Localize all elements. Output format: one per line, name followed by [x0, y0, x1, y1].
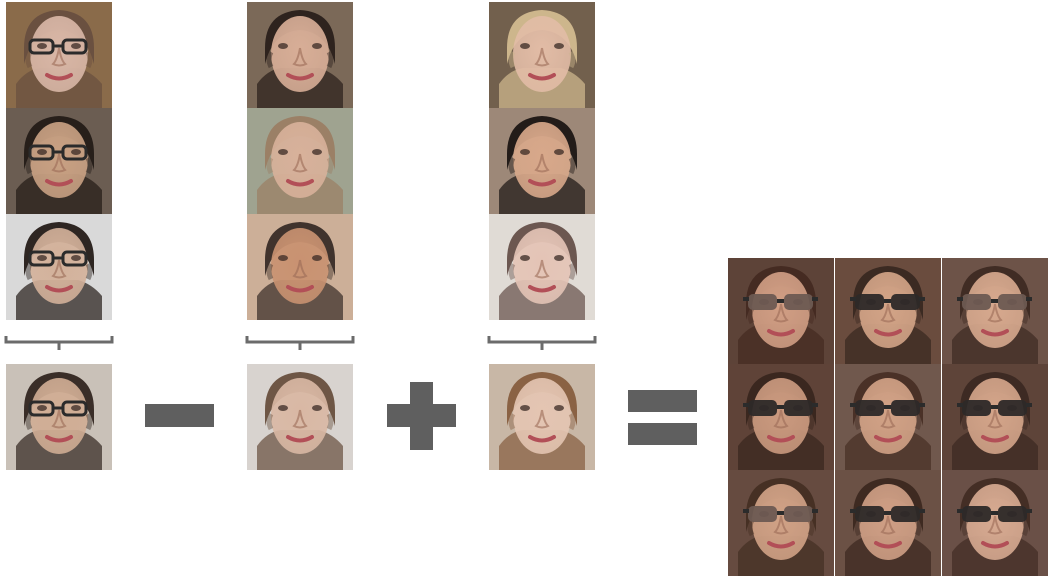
face-sample-c2 [489, 108, 595, 214]
face-sample-c1 [489, 2, 595, 108]
face-sample-b2 [247, 108, 353, 214]
face-sample-a3 [6, 214, 112, 320]
face-sample-b1 [247, 2, 353, 108]
group-brace-2 [245, 336, 355, 350]
result-face-cell [942, 364, 1048, 470]
face-sample-c3 [489, 214, 595, 320]
result-face-cell [728, 470, 834, 576]
result-face-cell [728, 364, 834, 470]
result-face-cell [942, 470, 1048, 576]
result-face-cell [835, 470, 941, 576]
group-brace-1 [4, 336, 114, 350]
face-sample-a1 [6, 2, 112, 108]
face-summary-b [247, 364, 353, 470]
plus-operator-vertical [410, 382, 433, 450]
face-summary-c [489, 364, 595, 470]
result-face-cell [835, 258, 941, 364]
result-face-cell [942, 258, 1048, 364]
result-face-grid [728, 258, 1048, 576]
equals-operator-top [628, 390, 697, 412]
result-face-cell [728, 258, 834, 364]
group-brace-3 [487, 336, 597, 350]
face-sample-b3 [247, 214, 353, 320]
face-sample-a2 [6, 108, 112, 214]
equals-operator-bottom [628, 423, 697, 445]
result-face-cell [835, 364, 941, 470]
face-summary-a [6, 364, 112, 470]
minus-operator [145, 404, 214, 427]
